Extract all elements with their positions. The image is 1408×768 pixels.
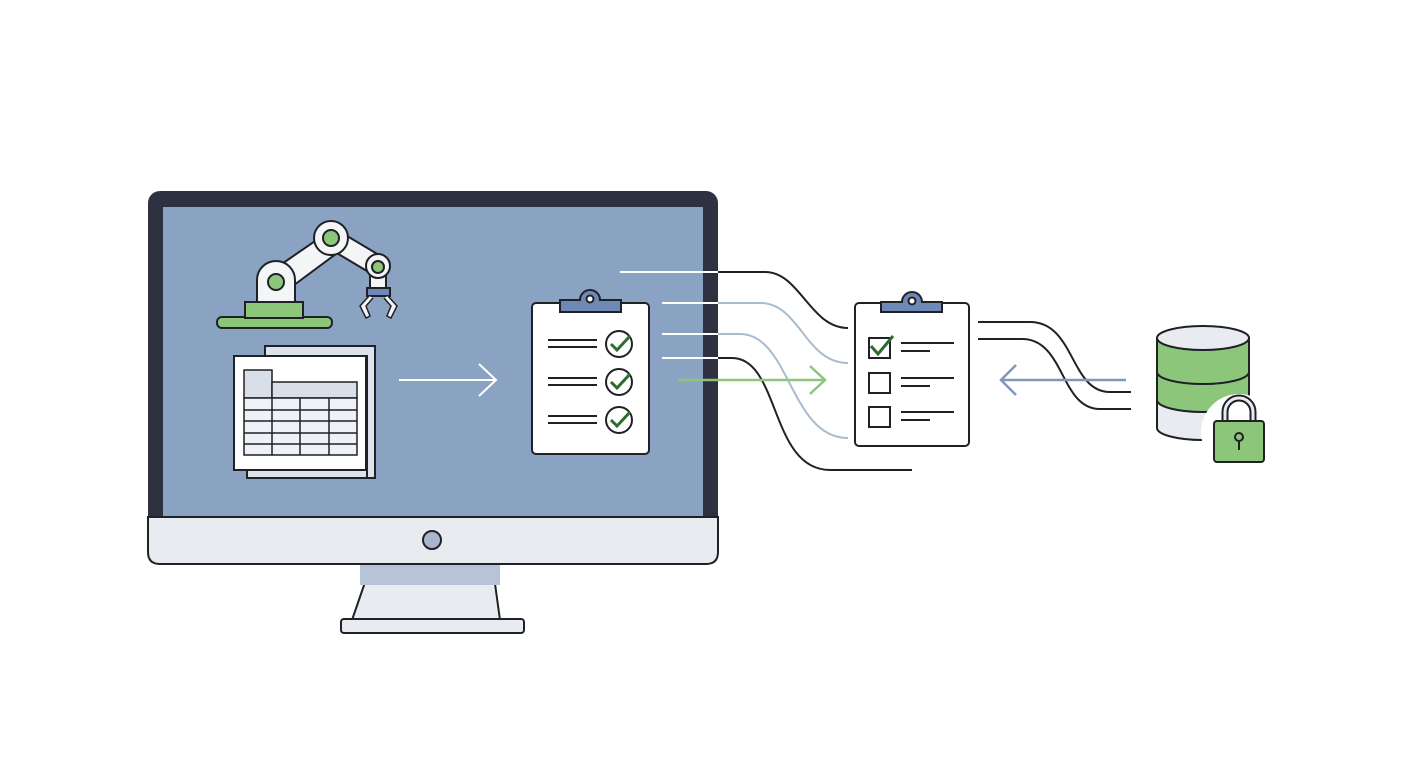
lock-icon [1201,394,1277,470]
arrow-right-icon [399,363,498,397]
robot-arm-icon [216,220,398,329]
check-circle-icon [605,330,633,434]
arrow-left-icon [999,364,1126,396]
flow-lines-right [978,321,1131,410]
clipboard-partial-checklist-icon [854,291,970,447]
clipboard-checklist-icon [531,289,650,455]
arrow-right-green-icon [678,365,827,395]
spreadsheet-icon [233,345,376,479]
camera-dot [422,530,442,550]
